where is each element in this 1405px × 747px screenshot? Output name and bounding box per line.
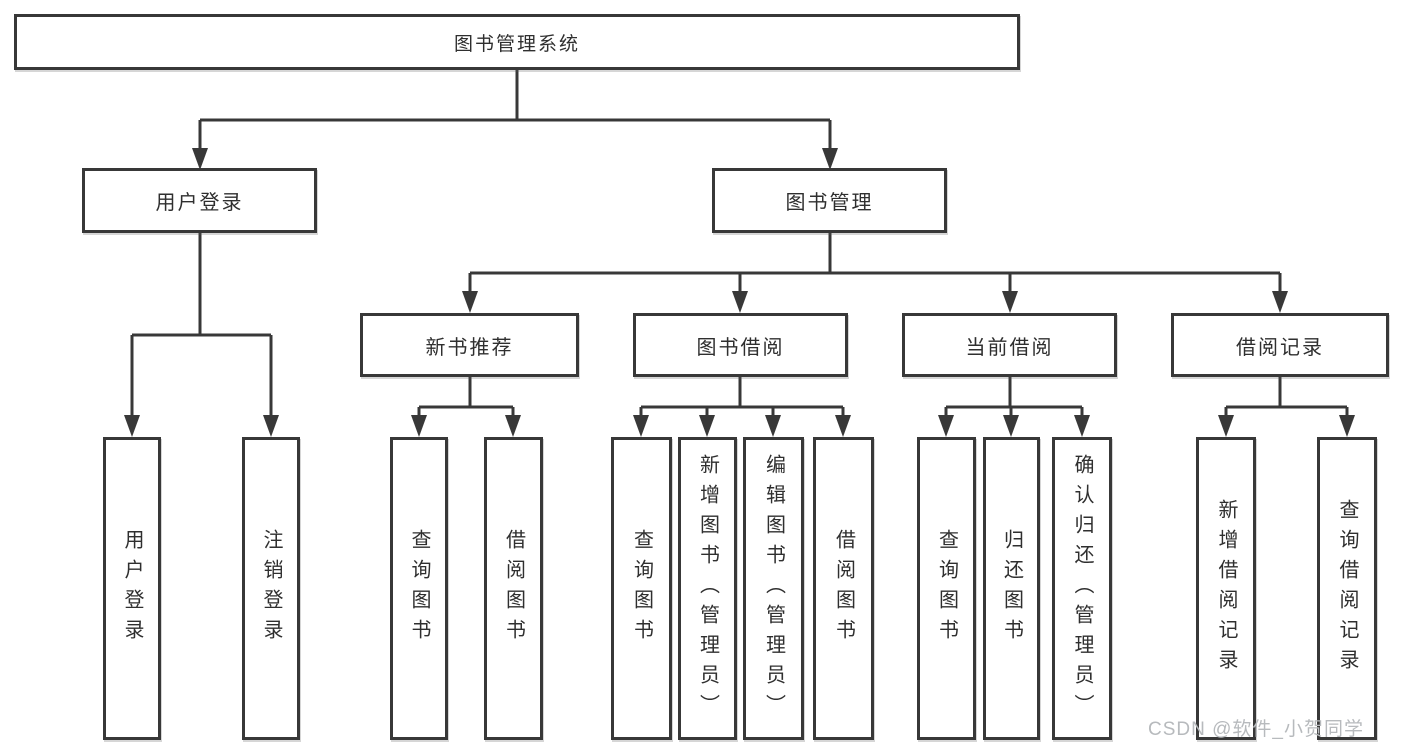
arrow-down-icon xyxy=(505,415,521,437)
connector-book-borrow-to-leaves xyxy=(639,377,845,415)
leaf-edit-books-admin: 编辑图书（管理员） xyxy=(743,437,804,740)
arrow-down-icon xyxy=(1003,415,1019,437)
arrow-down-icon xyxy=(1339,415,1355,437)
node-label: 当前借阅 xyxy=(965,336,1054,359)
node-book-management: 图书管理 xyxy=(712,168,947,233)
connector-user-login-to-leaves xyxy=(130,233,273,415)
arrow-down-icon xyxy=(1218,415,1234,437)
arrow-down-icon xyxy=(1002,291,1018,313)
node-label: 借阅记录 xyxy=(1236,336,1324,359)
node-label: 图书管理 xyxy=(785,192,874,214)
leaf-add-borrow-record: 新增借阅记录 xyxy=(1196,437,1256,740)
arrow-down-icon xyxy=(1074,415,1090,437)
node-book-borrowing: 图书借阅 xyxy=(633,313,848,377)
arrow-down-icon xyxy=(633,415,649,437)
leaf-logout: 注销登录 xyxy=(242,437,300,740)
node-label: 借阅图书 xyxy=(502,528,525,649)
arrow-down-icon xyxy=(765,415,781,437)
node-label: 归还图书 xyxy=(1000,528,1023,649)
node-label: 新增借阅记录 xyxy=(1215,498,1237,679)
leaf-add-books-admin: 新增图书（管理员） xyxy=(678,437,737,740)
connector-new-book-rec-to-leaves xyxy=(417,377,515,415)
leaf-query-books-1: 查询图书 xyxy=(390,437,448,740)
watermark: CSDN @软件_小贺同学 xyxy=(1148,719,1364,740)
leaf-query-borrow-record: 查询借阅记录 xyxy=(1317,437,1377,740)
arrow-down-icon xyxy=(411,415,427,437)
arrow-down-icon xyxy=(835,415,851,437)
leaf-query-books-2: 查询图书 xyxy=(611,437,672,740)
node-label: 注销登录 xyxy=(260,528,282,649)
node-label: 用户登录 xyxy=(155,192,244,214)
arrow-down-icon xyxy=(263,415,279,437)
node-label: 编辑图书（管理员） xyxy=(762,453,785,724)
node-label: 确认归还（管理员） xyxy=(1071,453,1093,724)
node-new-book-recommend: 新书推荐 xyxy=(360,313,579,377)
node-label: 图书借阅 xyxy=(696,336,785,359)
node-label: 借阅图书 xyxy=(832,528,855,649)
leaf-return-books: 归还图书 xyxy=(983,437,1040,740)
leaf-borrow-books-1: 借阅图书 xyxy=(484,437,543,740)
leaf-query-books-3: 查询图书 xyxy=(917,437,976,740)
node-label: 查询图书 xyxy=(935,528,958,649)
arrow-down-icon xyxy=(1272,291,1288,313)
arrow-down-icon xyxy=(822,148,838,170)
node-label: 查询图书 xyxy=(630,528,653,649)
node-label: 用户登录 xyxy=(121,528,143,649)
node-label: 新书推荐 xyxy=(425,336,514,359)
connector-borrow-records-to-leaves xyxy=(1224,377,1349,415)
arrow-down-icon xyxy=(462,291,478,313)
arrow-down-icon xyxy=(124,415,140,437)
node-label: 图书管理系统 xyxy=(453,33,580,55)
node-label: 查询图书 xyxy=(408,528,430,649)
node-label: 新增图书（管理员） xyxy=(696,453,719,724)
arrow-down-icon xyxy=(699,415,715,437)
node-user-login: 用户登录 xyxy=(82,168,317,233)
connector-current-borrow-to-leaves xyxy=(944,377,1084,415)
leaf-user-login: 用户登录 xyxy=(103,437,161,740)
node-borrowing-records: 借阅记录 xyxy=(1171,313,1389,377)
arrow-down-icon xyxy=(732,291,748,313)
node-current-borrowing: 当前借阅 xyxy=(902,313,1117,377)
leaf-borrow-books-2: 借阅图书 xyxy=(813,437,874,740)
connector-root-to-level2 xyxy=(198,70,832,148)
connector-book-mgmt-to-level3 xyxy=(468,233,1282,291)
arrow-down-icon xyxy=(192,148,208,170)
leaf-confirm-return-admin: 确认归还（管理员） xyxy=(1052,437,1112,740)
node-library-system: 图书管理系统 xyxy=(14,14,1020,70)
node-label: 查询借阅记录 xyxy=(1336,498,1358,679)
arrow-down-icon xyxy=(938,415,954,437)
